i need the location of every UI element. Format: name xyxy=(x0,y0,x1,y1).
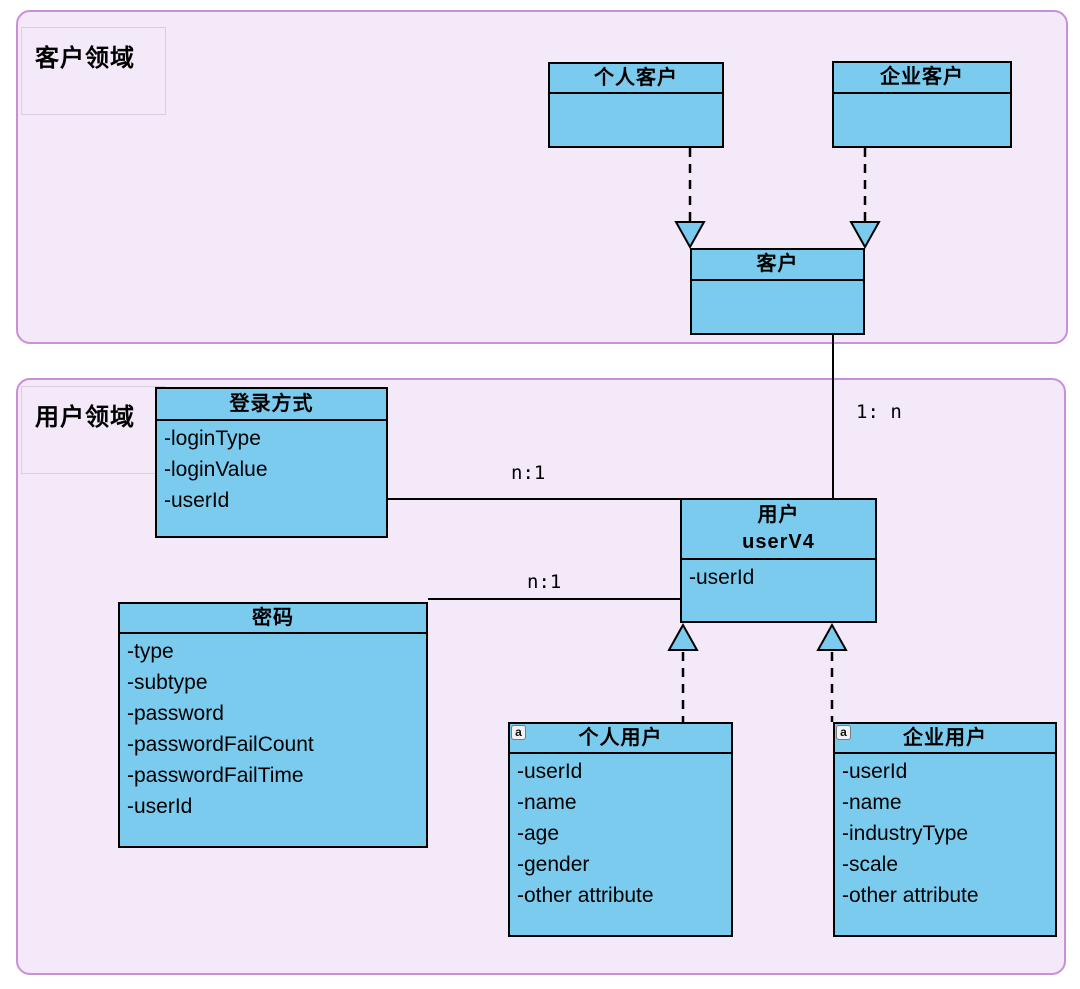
attribute: -other attribute xyxy=(842,884,979,907)
class-title: 用户 xyxy=(757,504,800,526)
generalization-arrow-icon xyxy=(674,221,706,250)
class-login-method[interactable]: 登录方式 -loginType -loginValue -userId xyxy=(155,387,388,538)
multiplicity-label: n:1 xyxy=(527,571,562,593)
generalization-arrow-icon xyxy=(667,622,699,651)
class-personal-user[interactable]: a 个人用户 -userId -name -age -gender -other… xyxy=(508,722,733,937)
class-personal-customer[interactable]: 个人客户 xyxy=(548,62,724,148)
class-title: 个人客户 xyxy=(550,64,722,94)
class-subtitle: userV4 xyxy=(742,531,815,553)
class-user[interactable]: 用户 userV4 -userId xyxy=(680,498,877,623)
attribute: -age xyxy=(517,822,560,845)
attribute: -password xyxy=(127,702,224,725)
attribute: -passwordFailCount xyxy=(127,733,314,756)
attribute: -userId xyxy=(517,760,583,783)
class-title-block: 用户 userV4 xyxy=(682,500,875,560)
class-title: 个人用户 xyxy=(578,726,663,749)
class-attributes: -type -subtype -password -passwordFailCo… xyxy=(120,634,426,822)
class-title-block: a 个人用户 xyxy=(510,724,731,754)
attribute: -gender xyxy=(517,853,590,876)
class-attributes: -loginType -loginValue -userId xyxy=(157,421,386,516)
class-enterprise-customer[interactable]: 企业客户 xyxy=(832,61,1012,148)
class-title: 企业客户 xyxy=(834,63,1010,94)
generalization-arrow-icon xyxy=(816,622,848,651)
class-attributes: -userId -name -industryType -scale -othe… xyxy=(835,754,1055,911)
attribute: -userId xyxy=(689,566,755,589)
annotation-a-icon: a xyxy=(511,725,526,740)
generalization-arrow-icon xyxy=(849,221,881,250)
attribute: -name xyxy=(517,791,577,814)
attribute: -subtype xyxy=(127,671,208,694)
attribute: -userId xyxy=(164,489,230,512)
class-enterprise-user[interactable]: a 企业用户 -userId -name -industryType -scal… xyxy=(833,722,1057,937)
attribute: -userId xyxy=(127,795,193,818)
class-title: 企业用户 xyxy=(903,726,987,749)
attribute: -other attribute xyxy=(517,884,654,907)
attribute: -name xyxy=(842,791,902,814)
class-title: 客户 xyxy=(692,250,863,281)
class-title: 密码 xyxy=(120,604,426,634)
annotation-a-icon: a xyxy=(836,725,851,740)
multiplicity-label: n:1 xyxy=(511,462,546,484)
multiplicity-label: 1: n xyxy=(856,401,902,423)
class-password[interactable]: 密码 -type -subtype -password -passwordFai… xyxy=(118,602,428,848)
attribute: -scale xyxy=(842,853,899,876)
attribute: -industryType xyxy=(842,822,969,845)
domain-user-label-text: 用户领域 xyxy=(35,404,135,431)
attribute: -userId xyxy=(842,760,908,783)
class-title: 登录方式 xyxy=(157,389,386,421)
class-attributes: -userId xyxy=(682,560,875,593)
attribute: -loginValue xyxy=(164,458,268,481)
attribute: -loginType xyxy=(164,427,261,450)
domain-customer-label: 客户领域 xyxy=(21,27,166,115)
class-attributes: -userId -name -age -gender -other attrib… xyxy=(510,754,731,911)
attribute: -passwordFailTime xyxy=(127,764,304,787)
class-title-block: a 企业用户 xyxy=(835,724,1055,754)
attribute: -type xyxy=(127,640,174,663)
class-customer[interactable]: 客户 xyxy=(690,248,865,335)
domain-customer-label-text: 客户领域 xyxy=(35,45,135,72)
